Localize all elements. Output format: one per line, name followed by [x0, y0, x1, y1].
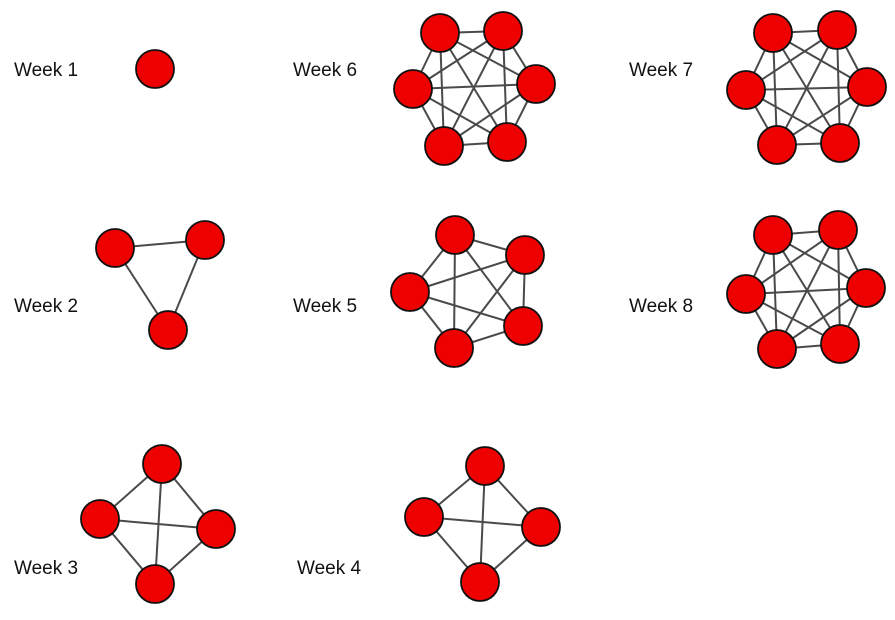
node	[516, 64, 556, 104]
week-label: Week 1	[14, 60, 78, 81]
week-label: Week 7	[629, 60, 693, 81]
node	[757, 329, 797, 369]
node	[503, 306, 543, 346]
node-group	[393, 11, 556, 166]
week-label: Week 6	[293, 60, 357, 81]
node	[726, 70, 766, 110]
node	[434, 328, 474, 368]
node	[135, 564, 175, 604]
node-group	[390, 215, 545, 368]
node-group	[726, 210, 886, 369]
node	[753, 215, 793, 255]
node	[820, 123, 860, 163]
node	[818, 210, 858, 250]
edge	[412, 83, 537, 90]
node	[521, 507, 561, 547]
node-group	[135, 49, 175, 89]
node	[390, 272, 430, 312]
node	[753, 13, 793, 53]
node	[817, 10, 857, 50]
week-label: Week 4	[297, 558, 362, 579]
node	[80, 499, 120, 539]
node-group	[95, 220, 225, 350]
week-label: Week 3	[14, 558, 78, 579]
node	[424, 126, 464, 166]
node	[820, 324, 860, 364]
node	[465, 446, 505, 486]
node	[420, 13, 460, 53]
node	[95, 228, 135, 268]
graph-week-4: Week 4	[297, 446, 561, 602]
node	[135, 49, 175, 89]
node-group	[80, 444, 236, 604]
week-label: Week 5	[293, 296, 357, 317]
node	[196, 509, 236, 549]
graph-week-5: Week 5	[293, 215, 545, 368]
node	[505, 235, 545, 275]
node-group	[726, 10, 887, 165]
node	[726, 274, 766, 314]
node	[435, 215, 475, 255]
node	[393, 69, 433, 109]
edge	[745, 287, 867, 295]
graph-week-1: Week 1	[14, 49, 175, 89]
graph-week-2: Week 2	[14, 220, 225, 350]
node	[142, 444, 182, 484]
graph-week-8: Week 8	[629, 210, 886, 369]
edge	[409, 254, 526, 293]
node	[460, 562, 500, 602]
node	[847, 67, 887, 107]
edge	[443, 30, 504, 147]
week-label: Week 2	[14, 296, 78, 317]
node	[148, 310, 188, 350]
node	[487, 122, 527, 162]
node	[757, 125, 797, 165]
graph-week-7: Week 7	[629, 10, 887, 165]
node-group	[404, 446, 561, 602]
edge	[745, 86, 868, 91]
node	[846, 268, 886, 308]
graph-week-3: Week 3	[14, 444, 236, 604]
node	[483, 11, 523, 51]
graph-week-6: Week 6	[293, 11, 556, 166]
week-label: Week 8	[629, 296, 693, 317]
node	[185, 220, 225, 260]
node	[404, 497, 444, 537]
edge	[776, 229, 839, 350]
